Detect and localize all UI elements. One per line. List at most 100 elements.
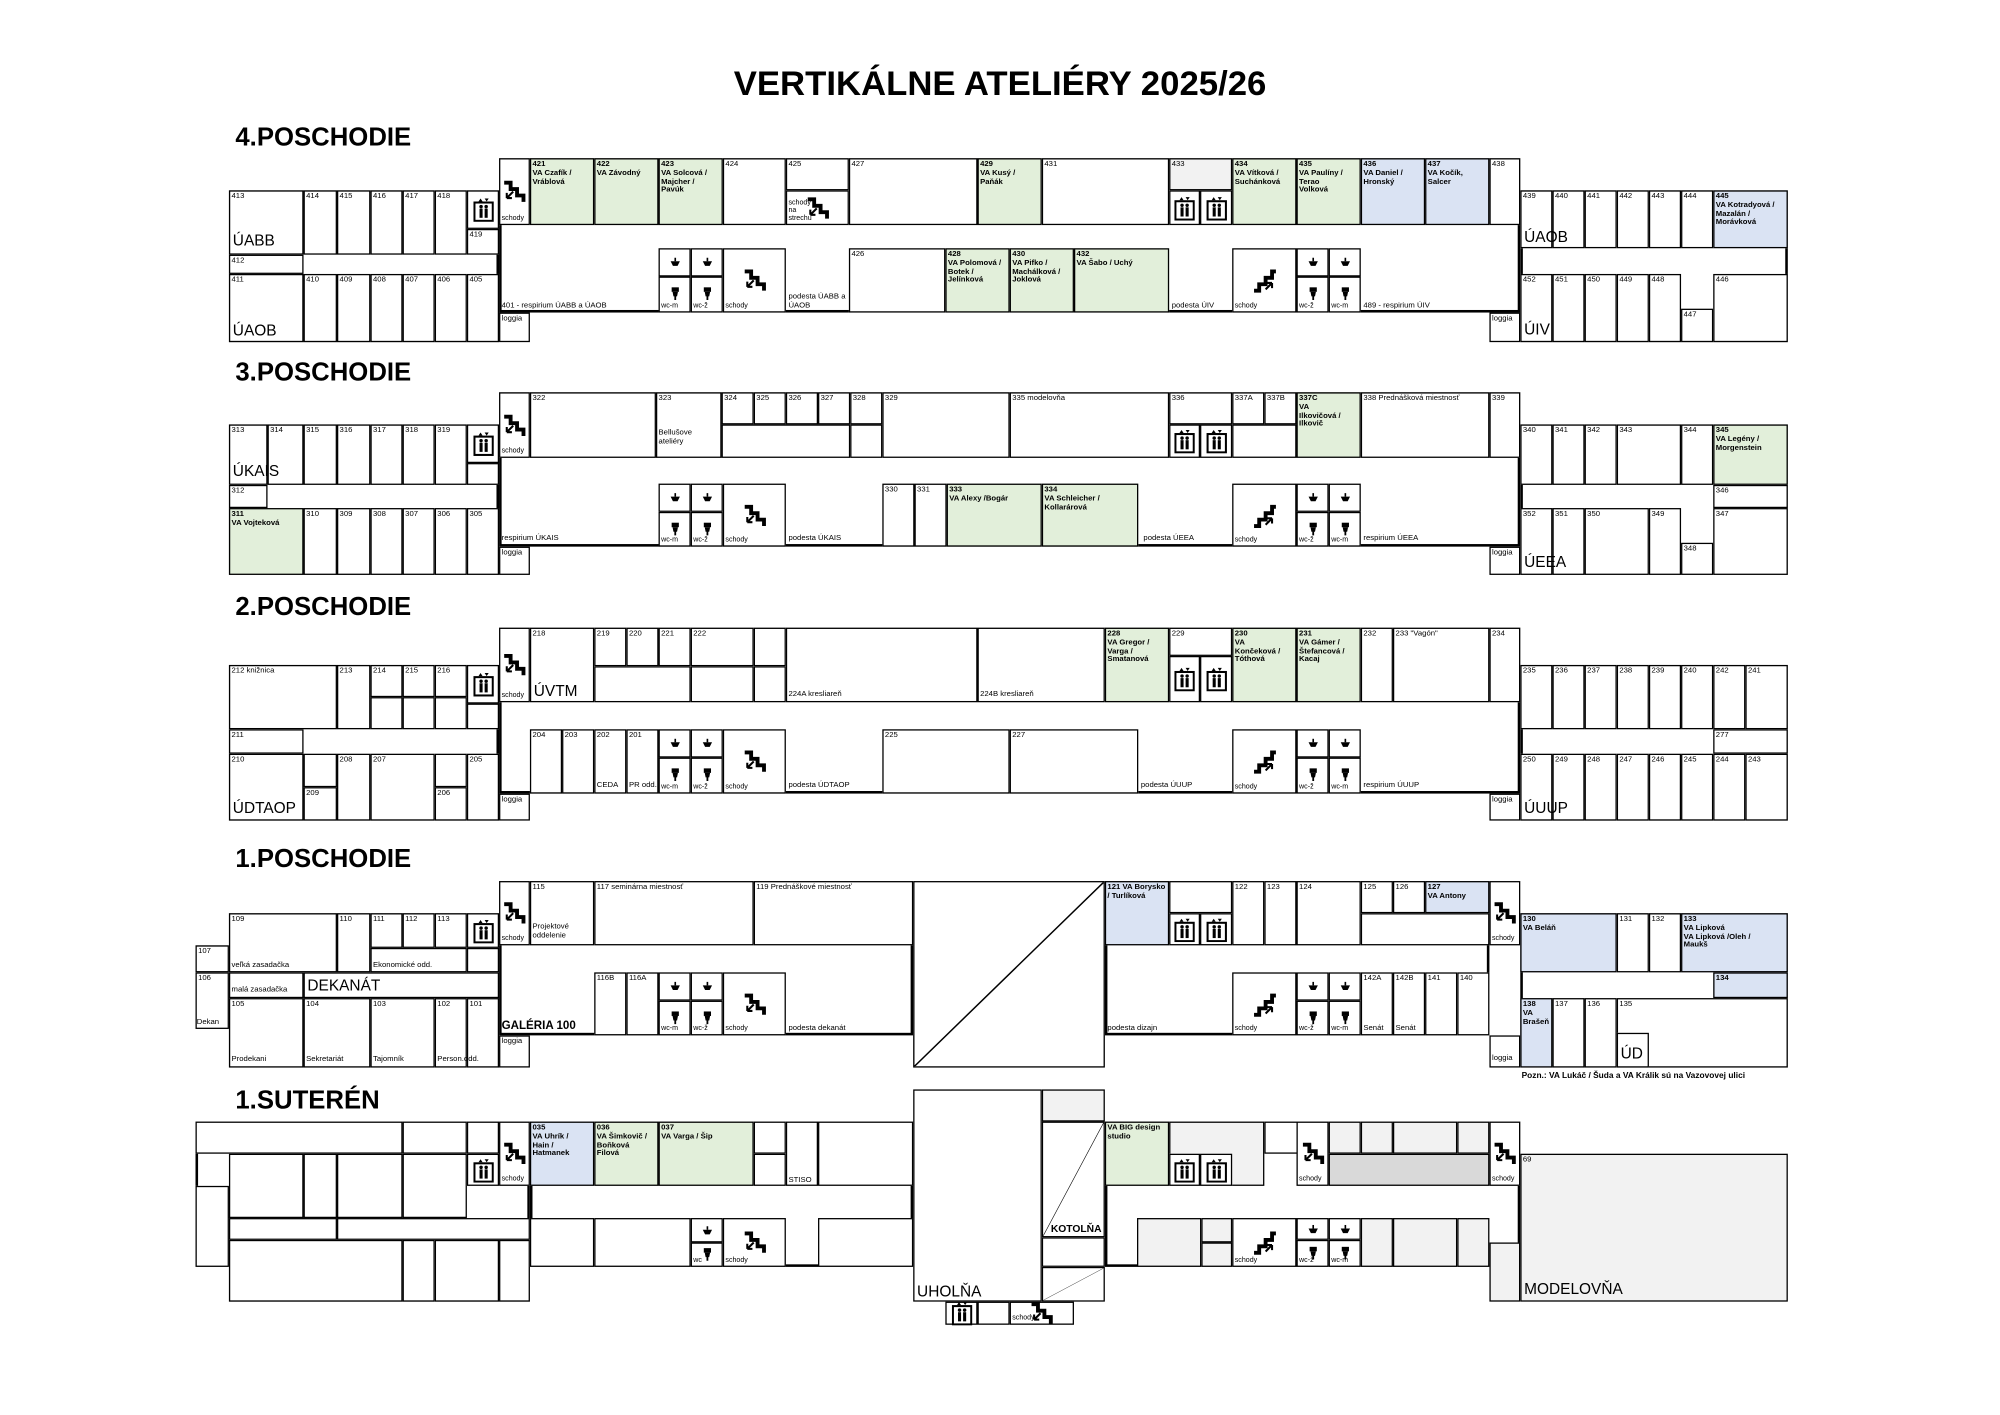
room-329: 329 xyxy=(882,392,1010,458)
label-podesta_dizajn: podesta dizajn xyxy=(1107,1025,1158,1033)
room xyxy=(402,1153,467,1219)
room-037: 037 VA Varga / Šip xyxy=(658,1121,754,1186)
floor-heading-3: 3.POSCHODIE xyxy=(235,358,412,388)
room-label: 107 xyxy=(198,947,211,956)
room-caption-wc_m: wc-m xyxy=(1331,302,1349,310)
room-350: 350 xyxy=(1584,508,1649,575)
room-label: 110 xyxy=(339,915,352,924)
room xyxy=(658,729,691,758)
room: schody xyxy=(499,627,530,703)
room-341: 341 xyxy=(1552,424,1585,485)
room-label: 036 VA Šimkovič / Boňková Filová xyxy=(596,1124,647,1159)
room-caption-stairs: schody xyxy=(1299,1175,1322,1184)
label-respirium_e: 489 - respirium ÚIV xyxy=(1363,302,1430,310)
room-202: 202 xyxy=(594,729,627,794)
room-422: 422 VA Závodný xyxy=(594,158,659,226)
room-label: 326 xyxy=(788,394,802,403)
room-429: 429 VA Kusý / Paňák xyxy=(977,158,1042,226)
room-label: 101 xyxy=(469,1000,483,1009)
room-label: 341 xyxy=(1555,427,1568,435)
room-label: 323 Bellušove ateliéry xyxy=(658,394,692,447)
room-label: 212 knižnica xyxy=(231,667,275,676)
room-label: 322 xyxy=(532,394,546,403)
room-label: 436 VA Daniel / Hronský xyxy=(1363,160,1403,186)
room-label: 331 xyxy=(917,486,930,494)
room-label: 215 xyxy=(405,667,419,676)
room-label: 214 xyxy=(372,667,386,676)
room-label: 343 xyxy=(1619,427,1633,435)
elevator-icon xyxy=(1174,917,1195,942)
room-428: 428 VA Polomová / Botek / Jelínková xyxy=(945,248,1010,313)
elevator-icon xyxy=(1205,917,1227,942)
room-label: 142A xyxy=(1363,974,1382,983)
room-label: 344 xyxy=(1683,427,1697,435)
stairs-icon xyxy=(1492,900,1518,926)
label-dept_center: ÚVTM xyxy=(533,681,578,700)
room-349: 349 xyxy=(1648,508,1682,575)
room-label: 111 xyxy=(372,915,385,924)
room-342: 342 xyxy=(1584,424,1617,485)
room-label: 345 VA Legény / Morgenstein xyxy=(1715,427,1762,453)
room-322: 322 xyxy=(529,392,656,458)
room-label: 307 xyxy=(405,510,419,519)
room-351: 351 xyxy=(1552,508,1585,575)
label-respirium_w: 401 - respirium ÚABB a ÚAOB xyxy=(501,302,607,310)
room-244: 244 xyxy=(1713,753,1746,821)
room-222: 222 xyxy=(690,627,754,667)
room-label: 132 xyxy=(1651,915,1665,924)
room-label: 116A xyxy=(628,974,647,983)
toilet-icon xyxy=(670,522,679,537)
page-title: VERTIKÁLNE ATELIÉRY 2025/26 xyxy=(733,64,1267,103)
sink-icon xyxy=(1339,981,1351,993)
room-414: 414 xyxy=(303,190,337,255)
room-label: 250 xyxy=(1522,756,1536,765)
room-label: 342 xyxy=(1587,427,1601,435)
room-447: 447 xyxy=(1681,308,1714,343)
room-337A: 337A xyxy=(1232,392,1265,425)
room-427: 427 xyxy=(848,158,978,226)
label-podesta_w: podesta ÚDTAOP xyxy=(788,782,850,790)
room-423: 423 VA Solcová / Majcher / Pavúk xyxy=(658,158,723,226)
label-loggia: loggia xyxy=(501,1037,523,1046)
room-label: 428 VA Polomová / Botek / Jelínková xyxy=(947,250,1002,285)
room-label: 311 VA Vojteková xyxy=(231,510,280,528)
room-413: 413 xyxy=(228,190,304,255)
room-label: 438 xyxy=(1491,160,1505,169)
room-caption-wc_z: wc-ž xyxy=(1299,783,1314,792)
room-caption-wc_m: wc-m xyxy=(661,536,679,545)
room xyxy=(1041,1089,1105,1122)
room xyxy=(1201,1218,1233,1243)
room-233: 233 "Vagón" xyxy=(1392,627,1490,703)
room-331: 331 xyxy=(914,483,947,547)
room-caption-stairs: schody xyxy=(501,214,525,223)
label-loggia: loggia xyxy=(1491,549,1513,557)
label-note: Pozn.: VA Lukáč / Šuda a VA Králik sú na… xyxy=(1521,1071,1746,1081)
label-uholna: UHOLŇA xyxy=(917,1282,982,1301)
room-label: 348 xyxy=(1683,545,1697,554)
room-label: 204 xyxy=(532,731,546,740)
label-podesta_w: podesta ÚABB a ÚAOB xyxy=(788,293,846,310)
label-podesta_e: podesta ÚUUP xyxy=(1140,782,1193,790)
room-caption-stairs: schody xyxy=(501,691,525,700)
room-432: 432 VA Šabo / Uchý xyxy=(1073,248,1170,313)
room-label: 242 xyxy=(1715,667,1729,676)
floor-heading-1: 1.POSCHODIE xyxy=(235,845,412,874)
room-label: 227 xyxy=(1012,731,1026,740)
room-label: 245 xyxy=(1683,756,1697,765)
toilet-icon xyxy=(1308,522,1317,537)
room: schody xyxy=(1489,881,1521,946)
room-248: 248 xyxy=(1584,753,1617,821)
room-103: 103 xyxy=(370,998,435,1068)
room-407: 407 xyxy=(402,273,435,343)
room-label: 247 xyxy=(1619,756,1633,765)
room xyxy=(1328,248,1361,277)
label-person: Person.odd. xyxy=(437,1055,479,1064)
room-218: 218 xyxy=(529,627,595,703)
room-label: 211 xyxy=(231,731,244,740)
stairs-icon xyxy=(1300,1141,1326,1167)
label-podesta_e: podesta ÚIV xyxy=(1171,302,1215,310)
room-411: 411 xyxy=(228,273,304,343)
room xyxy=(195,1121,403,1154)
toilet-icon xyxy=(702,768,711,783)
room-328: 328 xyxy=(850,392,883,425)
